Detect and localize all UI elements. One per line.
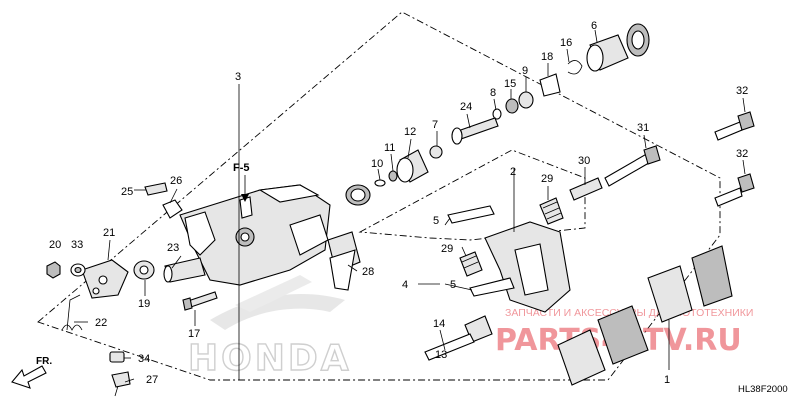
callout-28: 28 <box>362 266 374 278</box>
caliper-body <box>179 184 331 286</box>
honda-watermark: HONDA <box>188 338 352 379</box>
caliper-sub-boundary <box>358 149 586 241</box>
callout-3: 3 <box>235 71 241 83</box>
part-10-oring <box>374 179 386 187</box>
callout-5-upper: 5 <box>433 215 439 227</box>
part-20-nut <box>46 261 61 279</box>
callout-14: 14 <box>433 318 445 330</box>
part-19-seal <box>133 260 155 280</box>
part-29-boot-lower <box>459 251 483 277</box>
part-5-shim-lower <box>469 277 515 297</box>
callout-numbers: 1 2 3 4 5 5 6 7 8 9 10 11 12 13 14 15 16… <box>49 20 748 386</box>
part-8-ring <box>492 108 502 120</box>
callout-16: 16 <box>560 37 572 49</box>
part-32-bolt-upper <box>714 111 755 141</box>
front-direction-arrow <box>11 365 47 389</box>
part-32-bolt-lower <box>714 173 755 207</box>
diagram-code: HL38F2000 <box>738 384 788 395</box>
callout-7: 7 <box>432 119 438 131</box>
callout-18: 18 <box>541 51 553 63</box>
callout-11: 11 <box>384 142 395 154</box>
part-22-spring <box>61 294 83 331</box>
callout-25: 25 <box>121 186 133 198</box>
callout-22: 22 <box>95 317 107 329</box>
callout-31: 31 <box>637 122 649 134</box>
part-23-pin <box>163 257 206 283</box>
leader-lines <box>74 29 746 383</box>
callout-27: 27 <box>146 374 158 386</box>
callout-13: 13 <box>435 349 447 361</box>
part-30-sleeve <box>569 177 603 201</box>
part-28-pad-spring <box>327 231 361 291</box>
part-31-pin <box>604 145 661 187</box>
part-33-washer <box>70 263 86 277</box>
part-6-boot <box>586 34 629 72</box>
callout-2: 2 <box>510 166 516 178</box>
part-25-bleeder <box>144 182 168 196</box>
part-34-cap <box>109 351 125 363</box>
part-12-piston <box>396 149 429 183</box>
part-7-nut <box>429 145 443 159</box>
callout-21: 21 <box>103 227 115 239</box>
callout-32-lower: 32 <box>736 148 748 160</box>
part-9-washer <box>518 91 534 109</box>
part-18-spring <box>539 73 561 97</box>
part-1-pads <box>557 245 733 386</box>
honda-wing-logo <box>210 275 345 330</box>
part-13-pin <box>424 333 475 361</box>
part-21-bracket <box>81 259 129 299</box>
callout-23: 23 <box>167 242 179 254</box>
part-16-circlip <box>567 60 583 75</box>
part-2-seal <box>345 184 371 206</box>
callout-33: 33 <box>71 239 83 251</box>
callout-26: 26 <box>170 175 182 187</box>
part-16-seal <box>626 23 650 57</box>
part-27-pin <box>111 371 131 397</box>
callout-32-upper: 32 <box>736 85 748 97</box>
part-24-rod <box>451 117 499 145</box>
callout-6: 6 <box>591 20 597 32</box>
part-17-bolt <box>182 291 218 311</box>
callout-8: 8 <box>490 87 496 99</box>
callout-1: 1 <box>664 374 670 386</box>
reference-label: F-5 <box>233 162 250 174</box>
assembly-boundary <box>37 11 721 381</box>
part-29-boot-upper <box>539 197 564 225</box>
callout-12: 12 <box>404 126 416 138</box>
part-4-bracket <box>484 221 571 313</box>
callout-29-upper: 29 <box>541 173 553 185</box>
part-15-seal <box>505 98 519 114</box>
callout-15: 15 <box>504 78 516 90</box>
callout-20: 20 <box>49 239 61 251</box>
callout-5-lower: 5 <box>450 279 456 291</box>
front-direction-label: FR. <box>36 356 52 367</box>
callout-29-lower: 29 <box>441 243 453 255</box>
part-26-cap <box>162 199 183 219</box>
callout-17: 17 <box>188 328 200 340</box>
part-11-seal <box>388 170 398 182</box>
callout-34: 34 <box>138 353 150 365</box>
callout-24: 24 <box>460 101 472 113</box>
callout-19: 19 <box>138 298 150 310</box>
callout-30: 30 <box>578 155 590 167</box>
part-5-shim-upper <box>447 205 495 224</box>
callout-9: 9 <box>522 65 528 77</box>
callout-10: 10 <box>371 158 383 170</box>
callout-4: 4 <box>402 279 408 291</box>
